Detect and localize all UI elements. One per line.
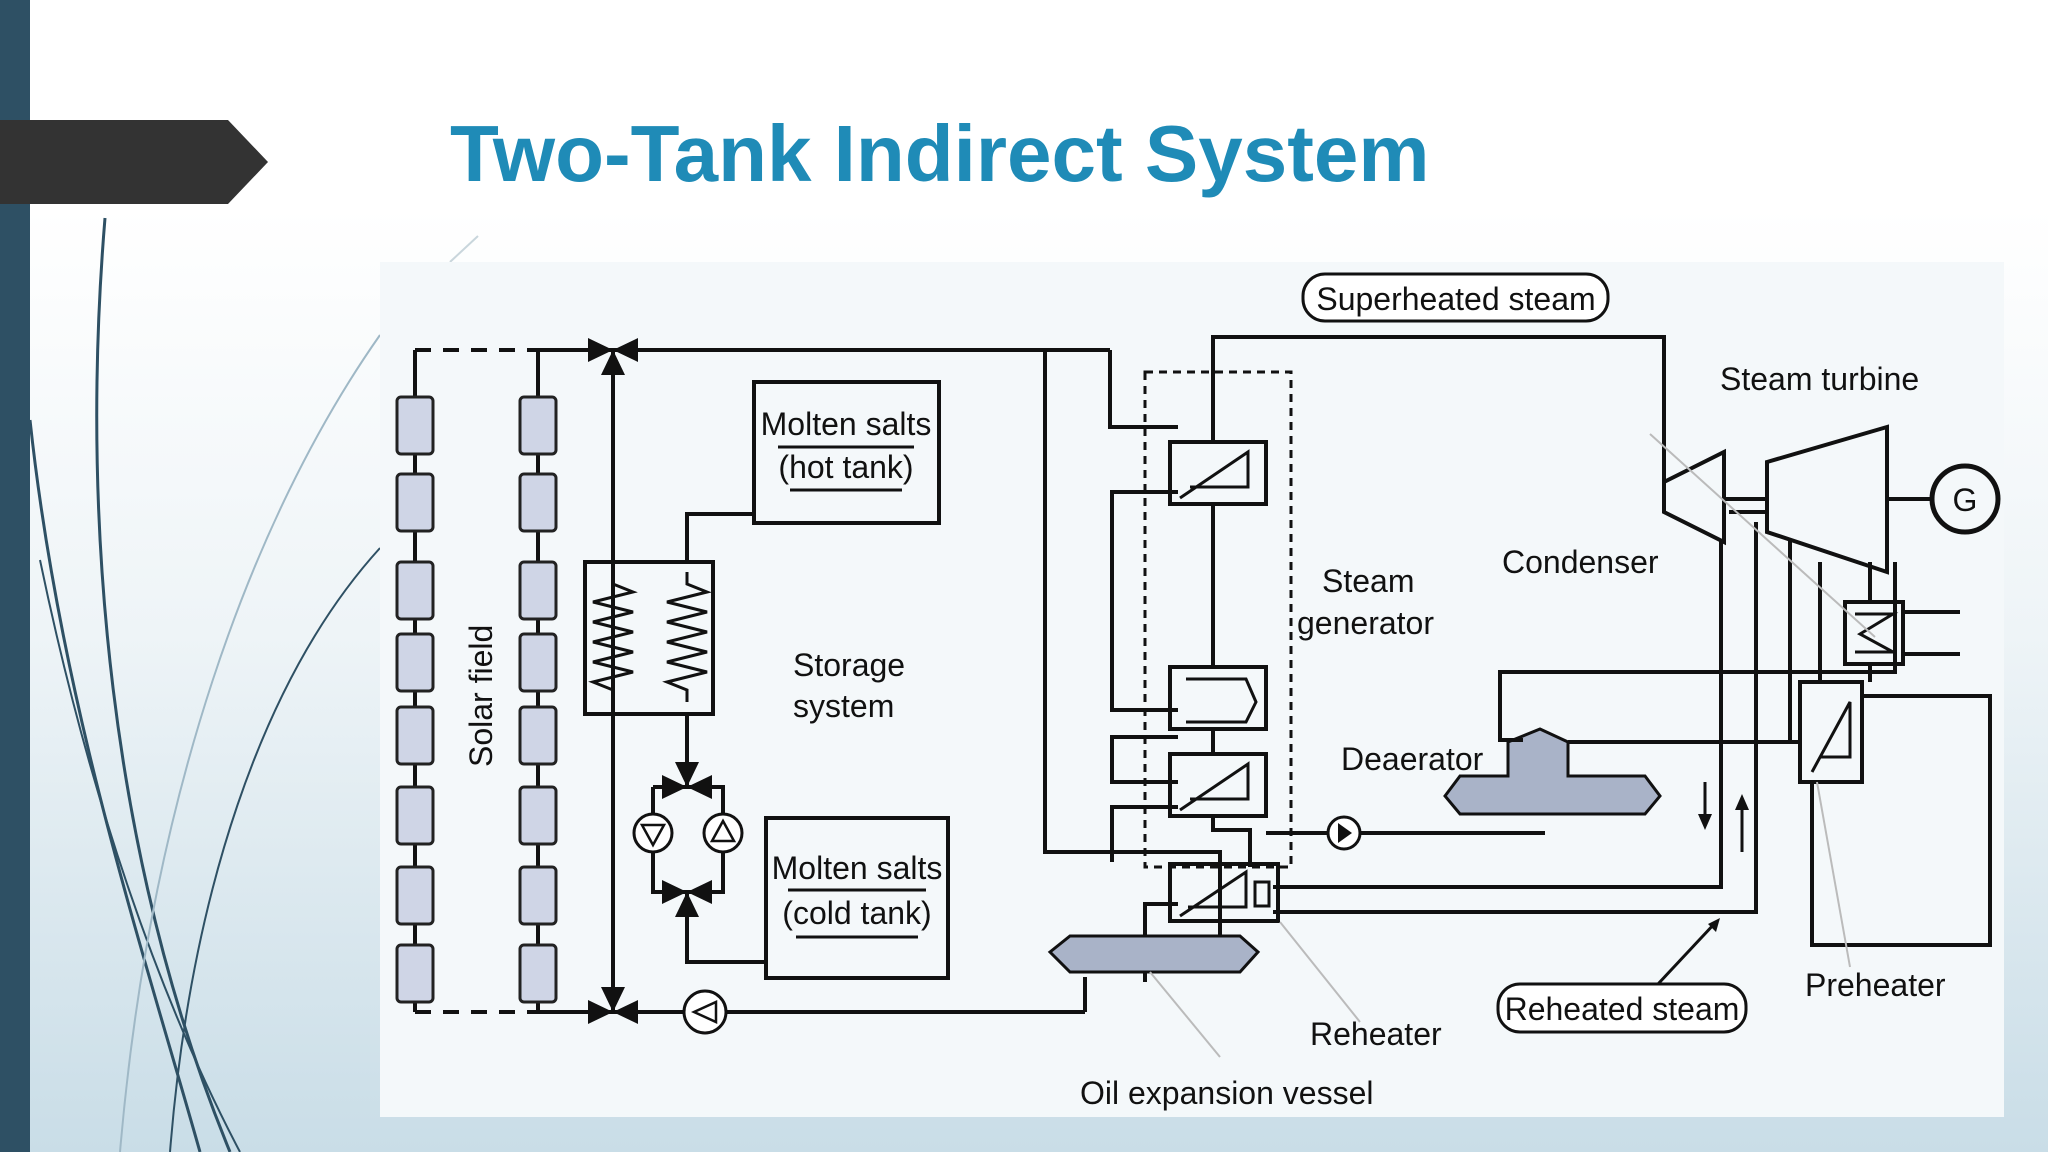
label-steam-turbine: Steam turbine bbox=[1720, 361, 1919, 397]
htf-pump bbox=[682, 989, 728, 1035]
cold-tank: Molten salts (cold tank) bbox=[764, 816, 950, 980]
condenser bbox=[1843, 562, 1960, 666]
label-storage-line2: system bbox=[793, 688, 894, 724]
steam-turbine-hp bbox=[1662, 448, 1726, 546]
collector-column-right bbox=[518, 395, 558, 1004]
label-cold-tank-line1: Molten salts bbox=[772, 850, 943, 886]
label-deaerator: Deaerator bbox=[1341, 741, 1484, 777]
slide-title: Two-Tank Indirect System bbox=[450, 109, 1430, 198]
storage-heat-exchanger bbox=[583, 560, 715, 716]
three-way-valve-bottom bbox=[588, 987, 638, 1024]
label-steam-generator-line1: Steam bbox=[1322, 563, 1414, 599]
storage-pump-left bbox=[632, 812, 674, 854]
label-hot-tank-line1: Molten salts bbox=[761, 406, 932, 442]
economizer-exchanger bbox=[1168, 752, 1268, 818]
generator-letter: G bbox=[1953, 482, 1978, 518]
label-superheated-steam: Superheated steam bbox=[1316, 281, 1595, 317]
flow-arrow-up bbox=[1735, 794, 1749, 852]
label-reheated-steam: Reheated steam bbox=[1505, 991, 1740, 1027]
label-oil-expansion-vessel: Oil expansion vessel bbox=[1080, 1075, 1373, 1111]
label-hot-tank-line2: (hot tank) bbox=[778, 449, 913, 485]
label-condenser: Condenser bbox=[1502, 544, 1659, 580]
label-reheater: Reheater bbox=[1310, 1016, 1442, 1052]
solar-field: Solar field bbox=[395, 348, 558, 1014]
storage-pump-right bbox=[702, 812, 744, 854]
steam-turbine-lp bbox=[1765, 424, 1889, 575]
generator: G bbox=[1929, 463, 2001, 535]
label-solar-field: Solar field bbox=[463, 625, 499, 767]
label-box-superheated: Superheated steam bbox=[1301, 272, 1610, 323]
reheater-exchanger bbox=[1168, 862, 1280, 923]
three-way-valve-top bbox=[588, 338, 638, 375]
valve-storage-upper bbox=[662, 762, 712, 799]
reheated-steam-pointer bbox=[1656, 920, 1718, 986]
superheater-exchanger bbox=[1168, 440, 1268, 506]
two-tank-diagram: Solar field bbox=[380, 262, 2004, 1117]
oil-expansion-vessel bbox=[1047, 934, 1261, 974]
label-cold-tank-line2: (cold tank) bbox=[782, 895, 931, 931]
deaerator bbox=[1443, 727, 1662, 816]
diagram-canvas: Solar field bbox=[395, 272, 2001, 1111]
feedwater-pump bbox=[1326, 815, 1362, 851]
label-preheater: Preheater bbox=[1805, 967, 1946, 1003]
preheater bbox=[1798, 680, 1864, 784]
flow-arrow-down bbox=[1698, 782, 1712, 830]
label-box-reheated: Reheated steam bbox=[1496, 982, 1748, 1034]
label-steam-generator-line2: generator bbox=[1297, 605, 1434, 641]
evaporator-exchanger bbox=[1168, 665, 1268, 731]
title-tab-arrow bbox=[0, 120, 268, 204]
steam-generator-outline bbox=[1143, 370, 1293, 869]
hot-tank: Molten salts (hot tank) bbox=[752, 380, 941, 525]
label-storage-line1: Storage bbox=[793, 647, 905, 683]
collector-column-left bbox=[395, 395, 435, 1004]
